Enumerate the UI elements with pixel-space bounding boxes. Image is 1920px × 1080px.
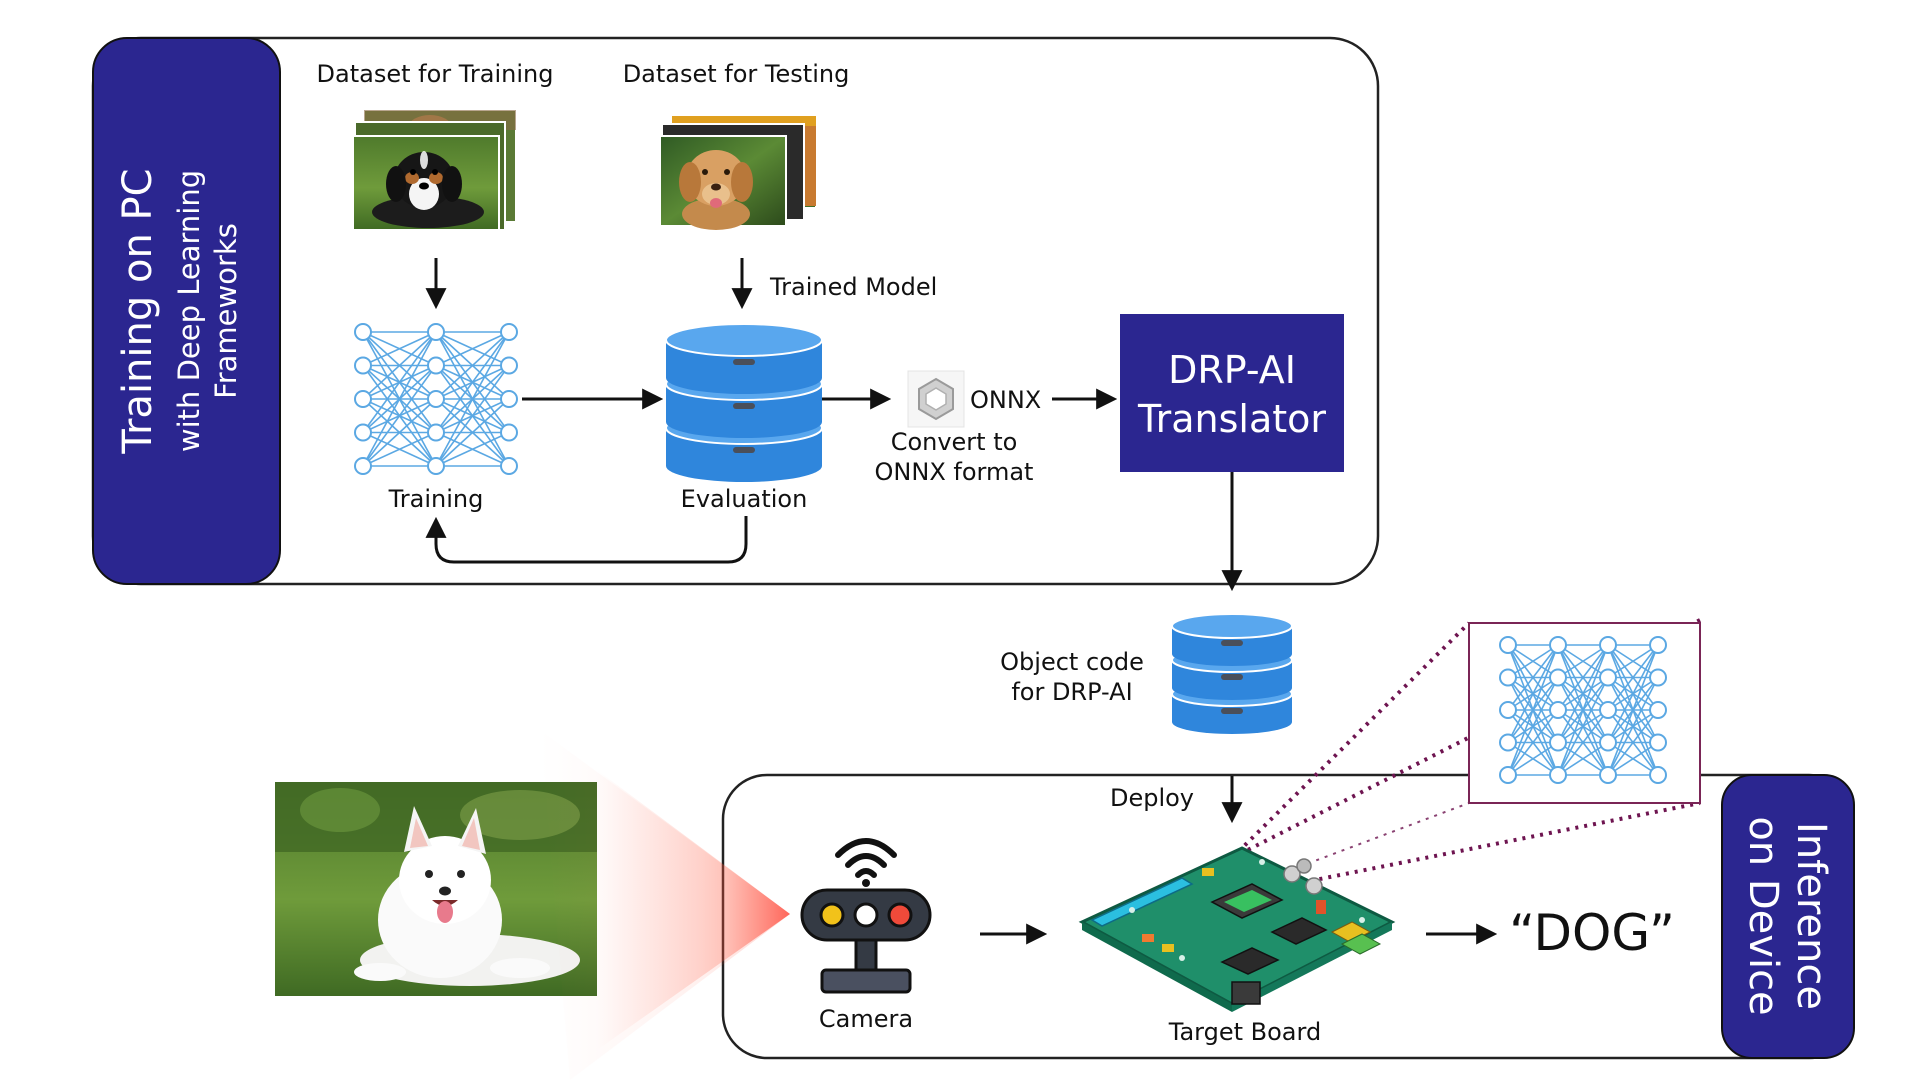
object-code-label-line2: for DRP-AI bbox=[1011, 678, 1132, 706]
target-board-label: Target Board bbox=[1168, 1018, 1321, 1046]
dataset-training-label: Dataset for Training bbox=[317, 60, 554, 88]
inference-title-line1: Inference bbox=[1788, 822, 1834, 1010]
drp-ai-translator-box bbox=[1120, 314, 1344, 472]
neural-network-icon bbox=[354, 323, 518, 475]
translator-line1: DRP-AI bbox=[1168, 348, 1296, 392]
output-label: “DOG” bbox=[1509, 904, 1675, 962]
convert-label-line1: Convert to bbox=[891, 428, 1018, 456]
inference-title-line2: on Device bbox=[1740, 816, 1786, 1015]
camera-beam bbox=[540, 730, 790, 1080]
onnx-label: ONNX bbox=[970, 386, 1041, 414]
deploy-label: Deploy bbox=[1110, 784, 1194, 812]
object-code-label-line1: Object code bbox=[1000, 648, 1144, 676]
onnx-logo-icon bbox=[907, 370, 965, 428]
training-title-line1: Training on PC bbox=[115, 168, 161, 454]
training-dataset-images bbox=[352, 109, 517, 231]
zoom-connector-lines bbox=[1230, 618, 1701, 897]
convert-label-line2: ONNX format bbox=[875, 458, 1034, 486]
wifi-icon bbox=[835, 838, 897, 887]
training-side-title: Training on PC with Deep Learning Framew… bbox=[115, 168, 243, 454]
inference-side-panel bbox=[1721, 774, 1855, 1059]
trained-model-label: Trained Model bbox=[769, 273, 937, 301]
testing-dataset-images bbox=[659, 115, 817, 230]
evaluation-label: Evaluation bbox=[681, 485, 808, 513]
camera-icon bbox=[800, 838, 932, 994]
training-title-line3: Frameworks bbox=[209, 223, 243, 399]
training-label: Training bbox=[388, 485, 484, 513]
database-icon bbox=[665, 323, 823, 482]
dataset-testing-label: Dataset for Testing bbox=[623, 60, 850, 88]
translator-line2: Translator bbox=[1137, 397, 1326, 441]
arrow-feedback-loop bbox=[425, 516, 748, 564]
dog-photo bbox=[275, 782, 597, 996]
training-side-panel bbox=[92, 37, 281, 585]
camera-label: Camera bbox=[819, 1005, 913, 1033]
neural-network-icon-zoom bbox=[1499, 636, 1667, 784]
inference-side-title: Inference on Device bbox=[1740, 816, 1834, 1015]
circuit-board-icon bbox=[1078, 846, 1396, 1012]
training-title-line2: with Deep Learning bbox=[172, 170, 206, 452]
database-icon-object-code bbox=[1171, 613, 1293, 734]
